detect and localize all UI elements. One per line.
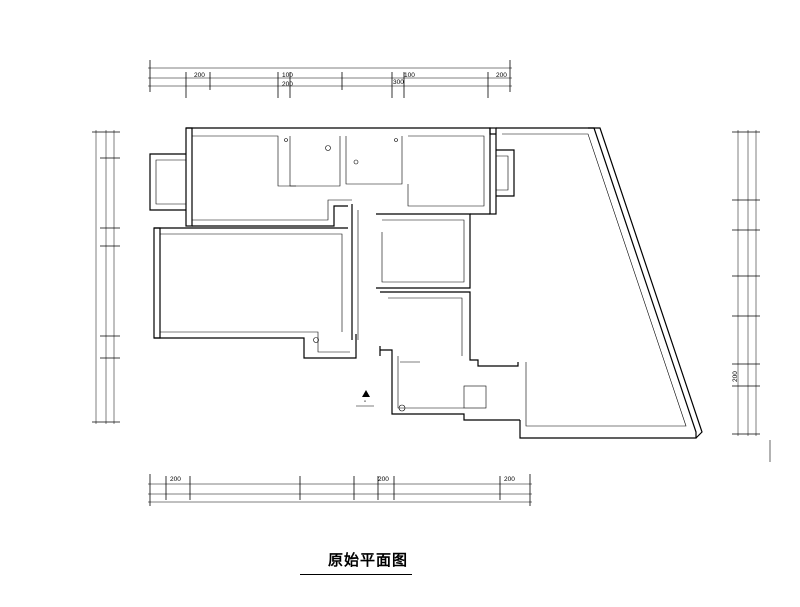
dim-bottom-200-c: 200 <box>504 476 515 483</box>
dim-top-200-c: 200 <box>496 72 507 79</box>
right-dimension-chain: 200 <box>732 130 771 462</box>
bottom-dimension-chain: 200 200 200 <box>148 474 532 506</box>
dim-bottom-200-b: 200 <box>378 476 389 483</box>
left-dimension-chain <box>92 130 120 424</box>
top-dimension-chain: 200 100 200 300 100 200 <box>148 60 512 98</box>
dim-top-200-b: 200 <box>282 81 293 88</box>
reference-marker-label: A <box>364 399 366 403</box>
walls <box>149 127 703 439</box>
dim-top-100-a: 100 <box>282 72 293 79</box>
dim-right-200: 200 <box>732 371 739 382</box>
drawing-title: 原始平面图 <box>328 552 409 569</box>
title-underline <box>300 574 412 575</box>
dim-top-100-b: 100 <box>404 72 415 79</box>
dim-top-300: 300 <box>393 79 404 86</box>
reference-marker: A <box>356 390 374 407</box>
dim-top-200-a: 200 <box>194 72 205 79</box>
dim-bottom-200-a: 200 <box>170 476 181 483</box>
